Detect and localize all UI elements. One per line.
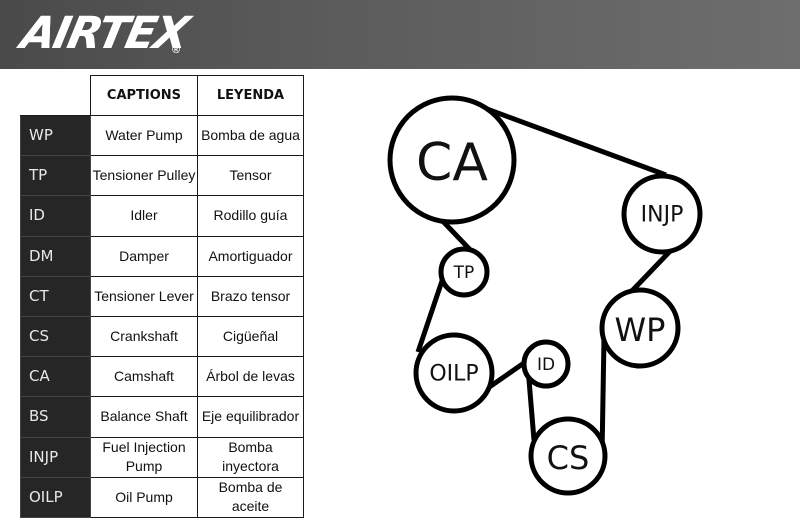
row-caption: Tensioner Pulley [90, 155, 198, 197]
row-caption: Crankshaft [90, 315, 198, 358]
airtex-logo: AIRTEX ® [17, 6, 192, 64]
table-row: INJP Fuel Injection Pump Bomba inyectora [20, 436, 304, 478]
pulley-cs [528, 416, 608, 496]
label-ca: CA [416, 133, 488, 193]
row-leyenda: Rodillo guía [197, 195, 304, 237]
label-injp: INJP [641, 203, 684, 228]
row-leyenda: Bomba inyectora [197, 436, 304, 478]
pulley-tp [438, 246, 490, 298]
label-cs: CS [547, 439, 590, 477]
row-leyenda: Tensor [197, 155, 304, 197]
row-code: DM [20, 235, 91, 277]
row-code: CA [20, 356, 91, 398]
logo-wordmark: AIRTEX [16, 8, 192, 59]
table-row: BS Balance Shaft Eje equilibrador [20, 396, 304, 438]
row-code: OILP [20, 476, 91, 518]
pulley-oilp [413, 332, 495, 414]
table-row: CS Crankshaft Cigüeñal [20, 315, 304, 358]
table-row: DM Damper Amortiguador [20, 235, 304, 277]
row-code: WP [20, 114, 91, 157]
table-header-row: CAPTIONS LEYENDA [20, 75, 304, 116]
row-leyenda: Eje equilibrador [197, 396, 304, 438]
label-tp: TP [453, 263, 475, 283]
row-leyenda: Bomba de aceite [197, 476, 304, 518]
row-caption: Balance Shaft [90, 396, 198, 438]
leyenda-header: LEYENDA [197, 75, 304, 116]
row-caption: Oil Pump [90, 476, 198, 518]
captions-header: CAPTIONS [90, 75, 198, 116]
table-row: TP Tensioner Pulley Tensor [20, 155, 304, 197]
row-caption: Fuel Injection Pump [90, 436, 198, 478]
label-id: ID [537, 355, 555, 375]
belt-segment [467, 99, 667, 178]
table-row: WP Water Pump Bomba de agua [20, 114, 304, 157]
row-caption: Idler [90, 195, 198, 237]
row-code: CS [20, 315, 91, 358]
row-leyenda: Amortiguador [197, 235, 304, 277]
table-row: CA Camshaft Árbol de levas [20, 356, 304, 398]
brand-header: AIRTEX ® [0, 0, 800, 69]
header-blank-cell [20, 75, 91, 116]
row-leyenda: Árbol de levas [197, 356, 304, 398]
label-wp: WP [615, 311, 666, 349]
row-code: ID [20, 195, 91, 237]
row-caption: Damper [90, 235, 198, 277]
timing-belt-diagram: CA INJP TP WP OILP ID CS [387, 95, 703, 496]
table-row: OILP Oil Pump Bomba de aceite [20, 476, 304, 518]
row-caption: Water Pump [90, 114, 198, 157]
row-code: BS [20, 396, 91, 438]
table-row: CT Tensioner Lever Brazo tensor [20, 275, 304, 317]
belt-segment [599, 337, 607, 456]
row-caption: Tensioner Lever [90, 275, 198, 317]
row-leyenda: Brazo tensor [197, 275, 304, 317]
pulley-wp [599, 287, 681, 369]
pulley-injp [621, 173, 703, 255]
row-code: CT [20, 275, 91, 317]
row-leyenda: Cigüeñal [197, 315, 304, 358]
row-code: INJP [20, 436, 91, 478]
row-leyenda: Bomba de agua [197, 114, 304, 157]
row-code: TP [20, 155, 91, 197]
pulley-id [521, 339, 571, 389]
legend-table: CAPTIONS LEYENDA WP Water Pump Bomba de … [20, 75, 304, 518]
label-oilp: OILP [429, 362, 478, 387]
table-row: ID Idler Rodillo guía [20, 195, 304, 237]
row-caption: Camshaft [90, 356, 198, 398]
registered-mark: ® [172, 44, 181, 56]
belt-segment [415, 277, 446, 353]
pulley-ca [387, 95, 517, 225]
